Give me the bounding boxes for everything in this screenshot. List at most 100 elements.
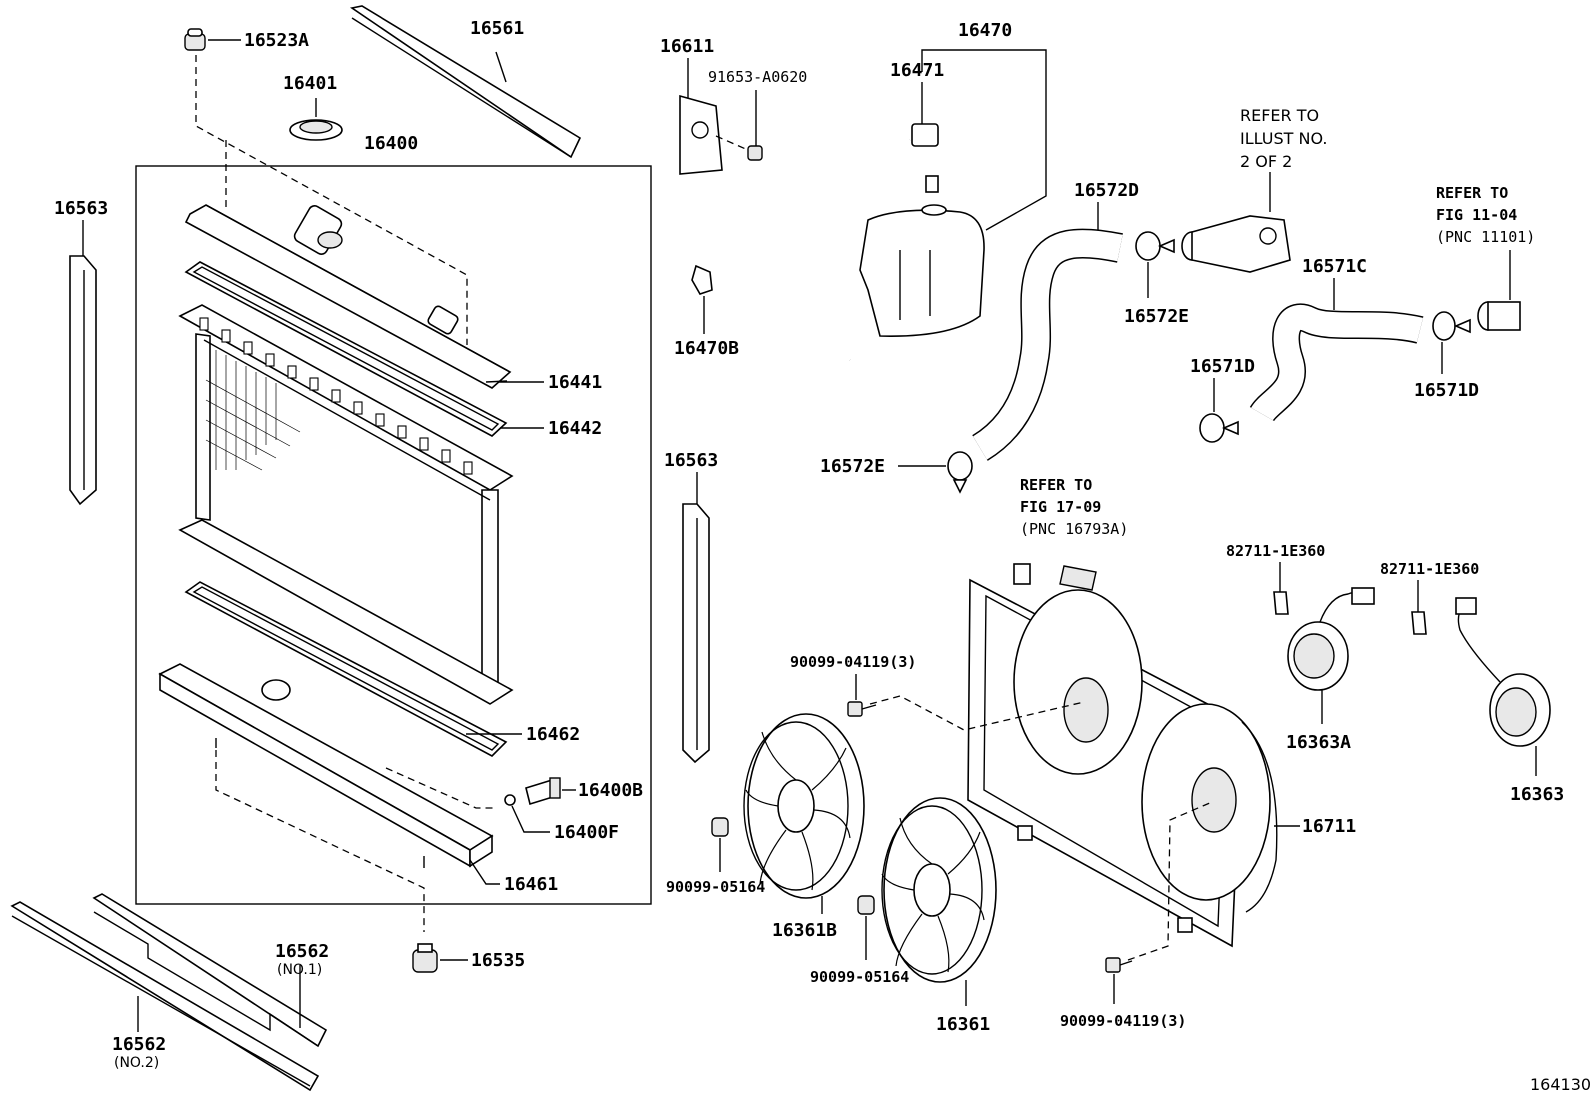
label-90099-04119-top: 90099-04119(3): [790, 653, 916, 671]
label-16562-no2-sub: (NO.2): [114, 1055, 159, 1071]
note-illust-line2: ILLUST NO.: [1240, 129, 1327, 148]
figure-number: 164130: [1530, 1075, 1591, 1094]
leader-16470: [921, 49, 1047, 231]
seal-16563-left: [69, 255, 97, 506]
clip-82711-a: [1273, 591, 1289, 615]
radiator-fins: [205, 350, 301, 471]
label-16401: 16401: [283, 73, 337, 94]
note-fig1104-line1: REFER TO: [1436, 184, 1508, 202]
label-16363: 16363: [1510, 784, 1564, 805]
note-illust-line1: REFER TO: [1240, 106, 1319, 125]
leader-dash-bolt-top: [869, 695, 1085, 731]
label-90099-05164-a: 90099-05164: [666, 878, 765, 896]
seal-16563-right: [682, 503, 710, 764]
hoses-group: 16572D 16572E REFER TO ILLUST NO. 2 OF 2…: [820, 106, 1535, 494]
fan-shroud-16711: [967, 563, 1278, 948]
nut-90099-05164-b: [857, 895, 875, 915]
fan-shroud-label-plate: [1059, 565, 1097, 591]
label-16571D-left: 16571D: [1190, 356, 1255, 377]
reservoir-tank: [859, 204, 985, 337]
fan-motor-16363A: [1287, 587, 1375, 691]
radiator-assembly-group: 16523A 16401 16561 16400 16441: [10, 5, 652, 1092]
reservoir-cap-16471: [911, 123, 939, 193]
engine-inlet-pipe: [1477, 301, 1521, 331]
radiator-core: [178, 304, 514, 705]
lower-gasket-16462: [184, 581, 508, 757]
seal-16562-no1: [92, 893, 328, 1048]
upper-tank-16441: [184, 204, 512, 389]
clip-82711-b: [1411, 611, 1427, 635]
label-16462: 16462: [526, 724, 580, 745]
clip-16470B: [691, 264, 713, 295]
fan-blade-16361: [881, 797, 997, 983]
label-16461: 16461: [504, 874, 558, 895]
fan-motor-16363: [1455, 597, 1551, 747]
label-16562-no2: 16562: [112, 1034, 166, 1055]
label-16572E-top: 16572E: [1124, 306, 1189, 327]
water-outlet: [1181, 215, 1291, 273]
label-16572D: 16572D: [1074, 180, 1139, 201]
reservoir-group: 16611 91653-A0620 16470 16471: [660, 20, 1047, 764]
leader-dash-91653: [715, 135, 749, 151]
label-16572E-bottom: 16572E: [820, 456, 885, 477]
radiator-cap-16401: [289, 98, 343, 141]
radiator-assembly-frame: [135, 165, 652, 905]
label-16571C: 16571C: [1302, 256, 1367, 277]
clamp-16571D-right: [1432, 311, 1471, 341]
label-90099-05164-b: 90099-05164: [810, 968, 909, 986]
note-fig1709-line1: REFER TO: [1020, 476, 1092, 494]
label-16562-no1: 16562: [275, 941, 329, 962]
leader-dash-drain: [385, 767, 496, 809]
label-16561: 16561: [470, 18, 524, 39]
o-ring-16400F: [504, 794, 516, 806]
seal-16562-no2: [10, 901, 320, 1092]
label-16535: 16535: [471, 950, 525, 971]
label-16562-no1-sub: (NO.1): [277, 962, 322, 978]
clamp-16572E-top: [1135, 231, 1175, 261]
label-16363A: 16363A: [1286, 732, 1351, 753]
nut-90099-05164-a: [711, 817, 729, 837]
label-82711-b: 82711-1E360: [1380, 560, 1479, 578]
bolt-90099-04119-top: [847, 701, 877, 717]
bolt-90099-04119-bottom: [1105, 957, 1133, 973]
leader-16400F: [511, 805, 550, 833]
bolt-91653: [747, 145, 763, 161]
label-82711-a: 82711-1E360: [1226, 542, 1325, 560]
label-16711: 16711: [1302, 816, 1356, 837]
label-16471: 16471: [890, 60, 944, 81]
drain-cap-16523A: [184, 28, 241, 51]
clamp-16571D-left: [1199, 413, 1239, 443]
label-91653-A0620: 91653-A0620: [708, 68, 807, 86]
label-16361B: 16361B: [772, 920, 837, 941]
fan-group: REFER TO FIG 17-09 (PNC 16793A) 16711 90…: [666, 476, 1564, 1035]
label-16611: 16611: [660, 36, 714, 57]
label-16523A: 16523A: [244, 30, 309, 51]
bracket-16611: [679, 94, 723, 175]
seal-16561: [349, 5, 582, 159]
lower-tank-16461: [158, 663, 494, 868]
clamp-16572E-bottom: [947, 451, 973, 494]
note-illust-line3: 2 OF 2: [1240, 152, 1292, 171]
core-header-teeth: [199, 317, 473, 475]
label-16441: 16441: [548, 372, 602, 393]
label-16563-left: 16563: [54, 198, 108, 219]
label-90099-04119-bottom: 90099-04119(3): [1060, 1012, 1186, 1030]
label-16470: 16470: [958, 20, 1012, 41]
drain-cock-16400B: [525, 777, 561, 806]
leader-dash-lower: [215, 750, 425, 932]
note-fig1709-line3: (PNC 16793A): [1020, 520, 1128, 538]
label-16442: 16442: [548, 418, 602, 439]
label-16400: 16400: [364, 133, 418, 154]
fan-blade-16361B: [743, 713, 865, 899]
note-fig1104-line2: FIG 11-04: [1436, 206, 1517, 224]
label-16400B: 16400B: [578, 780, 643, 801]
label-16563-right: 16563: [664, 450, 718, 471]
label-16361: 16361: [936, 1014, 990, 1035]
leader-16461: [469, 859, 500, 885]
label-16470B: 16470B: [674, 338, 739, 359]
note-fig1104-line3: (PNC 11101): [1436, 228, 1535, 246]
upper-gasket-16442: [184, 261, 508, 437]
note-fig1709-line2: FIG 17-09: [1020, 498, 1101, 516]
label-16400F: 16400F: [554, 822, 619, 843]
